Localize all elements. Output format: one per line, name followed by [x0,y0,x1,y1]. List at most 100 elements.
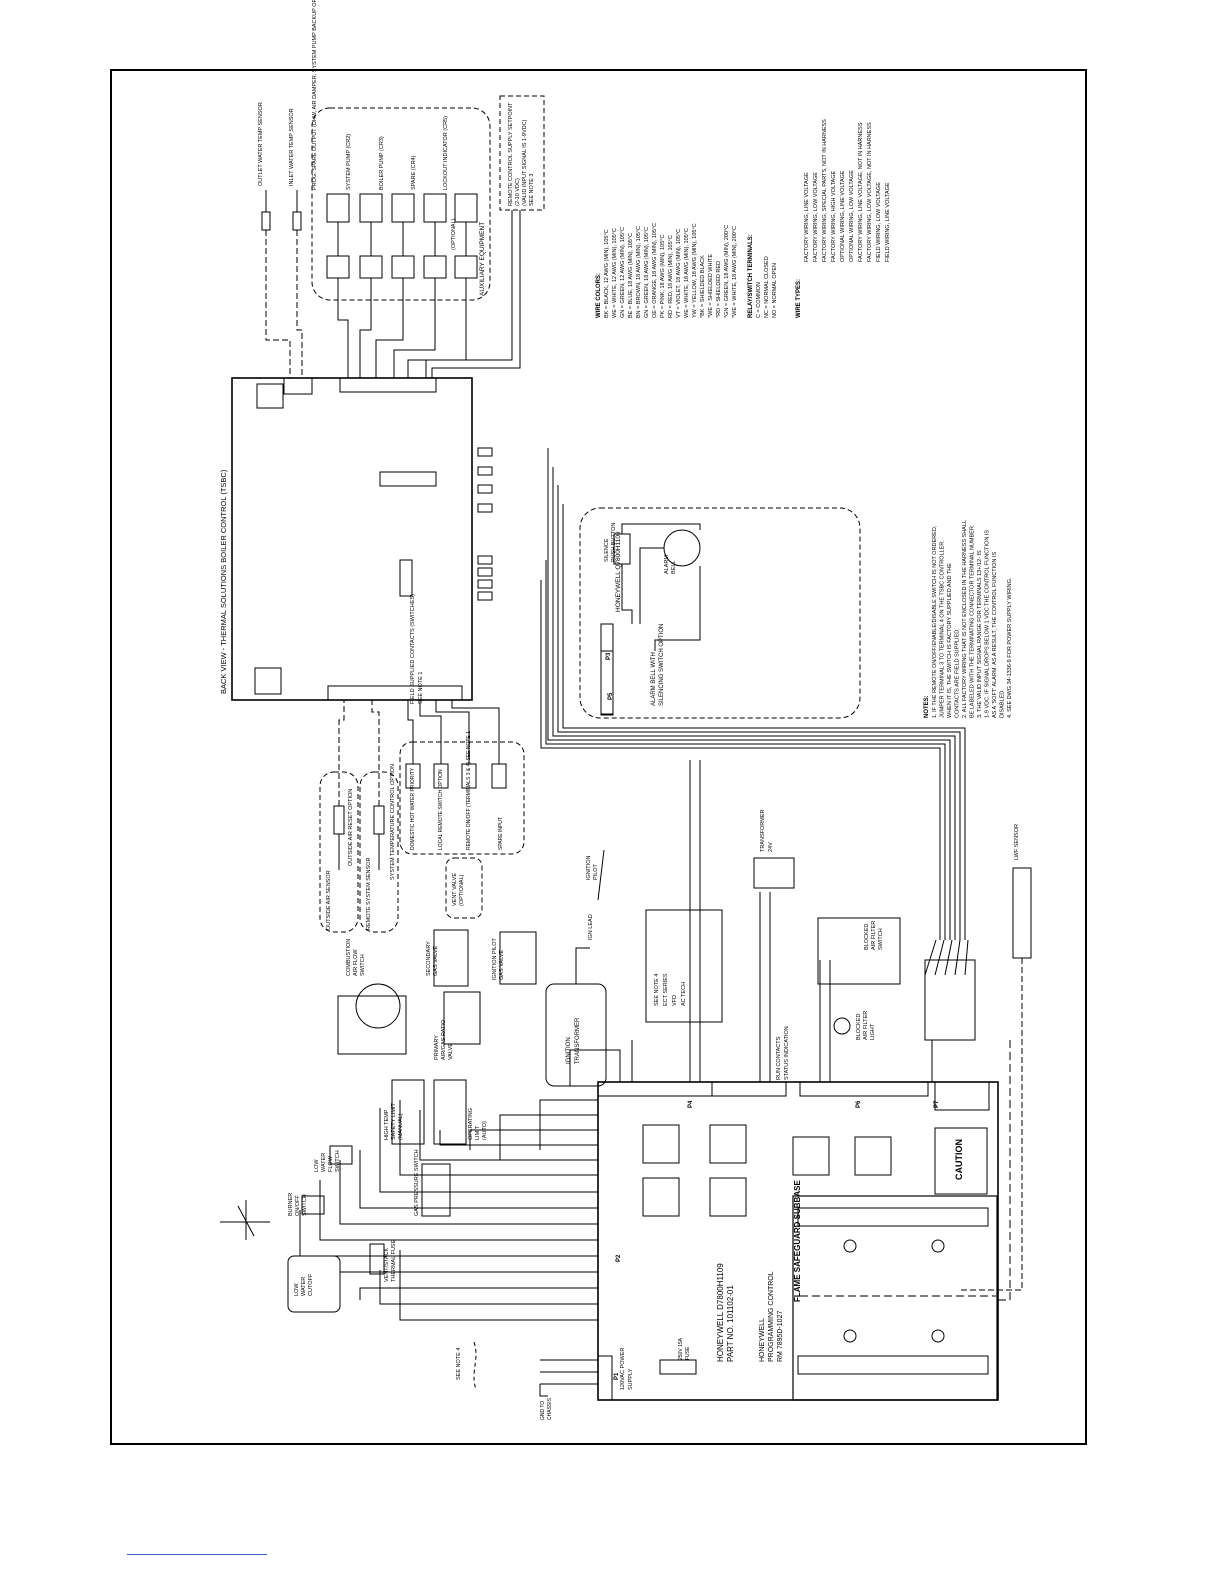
caution-label [934,1127,988,1195]
wire-color-entry: *GN = GREEN, 18 AWG (MIN), 200°C [724,225,730,318]
rj45-jack [254,667,282,695]
field-wiring-dashes [800,1040,1011,1301]
vent-valve-label: VENT VALVE [452,873,458,906]
wire-color-entry: BE = BLUE, 18 AWG (MIN), 105°C [628,233,634,318]
flash-memory-chip [379,471,437,487]
wire-color-entry: OE = ORANGE, 18 AWG (MIN), 105°C [652,223,658,318]
aux-item-label: SYSTEM PUMP (CR2) [346,134,352,190]
alarm-bell-label: BELL [671,561,677,574]
relay-k2 [854,1136,892,1176]
connector-label: P5 [608,692,614,700]
lwf-sensor-wire [960,958,1023,1291]
low-water-flow-label: LOW [314,1159,320,1172]
low-water-cutoff-label: CUTOFF [308,1273,314,1296]
jumper-block [399,559,413,597]
aux-item-label: SPARE (CR4) [411,155,417,190]
note-line: WHEN IT IS, THE SWITCH IS FACTORY SUPPLI… [947,563,953,718]
ignition-transformer-label: IGNITION [566,1037,572,1064]
wire-color-entry: YW = YELLOW, 18 AWG (MIN), 105°C [692,223,698,318]
fuse [659,1359,697,1375]
combustion-air-label: SWITCH [360,954,366,976]
field-supplied-label: FIELD SUPPLIED CONTACTS (SWITCHES) [410,594,416,704]
wire-color-entry: *WE = WHITE, 18 AWG (MIN), 200°C [732,226,738,318]
aux-item-label: LOCKOUT INDICATOR (CR5) [443,116,449,190]
ignition-pilot-valve-label: GAS VALVE [499,950,505,980]
transformer-label: TRANSFORMER [760,810,766,853]
remote-setpoint-box [499,95,545,211]
relay-k3 [709,1177,747,1217]
gnd-chassis-label: CHASSIS [547,1397,553,1420]
wire-type-entry: OPTIONAL WIRING, LOW VOLTAGE [849,170,855,262]
wire-color-entry: PK = PINK, 18 AWG (MIN), 105°C [660,235,666,318]
connector-label: P6 [856,1100,862,1108]
fuse-label: FUSE [685,1346,691,1360]
wire-color-entry: GN = GREEN, 12 AWG (MIN), 105°C [620,227,626,318]
note-line: BE LABELED WITH THE TERMINATING CONNECTO… [970,524,976,718]
tsbc-terminal-strip-top [339,377,437,393]
ignition-pilot-label: IGNITION [586,856,592,880]
remote-setpoint-label: (2-10 VDC) [515,178,521,206]
power-supply-label: SUPPLY [628,1368,634,1390]
transformer-24v [753,857,795,889]
aux-item-label: PROG. SPARE OUTPUT (DHW, AIR DAMPER, SYS… [312,0,318,190]
wire-color-entry: WE = WHITE, 18 AWG (MIN), 105°C [684,228,690,318]
relay-title: RELAY/SWITCH TERMINALS: [748,234,754,318]
blocked-air-filter-light [833,1017,851,1035]
p6-terminal-strip [600,650,614,716]
wire-color-entry: *WE = SHIELDED WHITE [708,254,714,318]
alarm-bell-label: ALARM [664,555,670,574]
gnd-chassis-label: GND TO [540,1401,546,1420]
p6-strip-lower [799,1081,929,1097]
combustion-air-switch [355,983,401,1029]
ignition-pilot-rod [597,849,605,901]
vfd-label: SEE NOTE 4 [654,974,660,1006]
page-footer-rule [127,1554,267,1555]
note-line: 1-9 VDC. IF SIGNAL DROPS BELOW 1 VDC THE… [985,530,991,718]
note-line: 4. SEE DWG 34-1336-9 FOR POWER SUPPLY WI… [1007,577,1013,718]
lwf-sensor [1012,867,1032,959]
high-temp-label: SAFETY LIMIT [391,1102,397,1140]
alarm-bell-option: ALARM BELL WITH [651,652,657,706]
connector-label: P3 [606,652,612,660]
wire-color-entry: BK = BLACK, 12 AWG (MIN), 105°C [604,229,610,318]
flame-safeguard-label: FLAME SAFEGUARD SUBBASE [793,1180,802,1302]
field-switch-option-box [399,741,525,855]
middle-wires [569,760,940,1086]
tsbc-board [231,377,473,701]
rj11-jack [256,383,284,409]
wire-types-title: WIRE TYPES: [796,279,802,318]
ignition-transformer-label: TRANSFORMER [575,1017,581,1064]
p1-terminal-strip [597,1355,613,1401]
blocked-filter-label: BLOCKED [864,924,870,950]
ignition-pilot-gas-valve [499,931,537,985]
system-temp-option-box [359,771,399,933]
burner-switch-label: ON/OFF [295,1195,301,1216]
aux-wires [337,210,521,378]
wire-type-entry: FACTORY WIRING, SPECIAL PARTS, NOT IN HA… [822,119,828,262]
thermal-fuse [369,1243,385,1275]
low-water-cutoff [287,1255,341,1313]
high-temp-label: HIGH TEMP [384,1109,390,1140]
operating-limit-label: OPERATING [468,1108,474,1140]
honeywell-programming: RM 7895D-1027 [777,1311,784,1362]
sensor-terminals [283,377,313,395]
wire-type-entry: FACTORY WIRING, LOW VOLTAGE [813,172,819,262]
honeywell-programming: HONEYWELL [759,1318,766,1362]
blocked-light-label: LIGHT [870,1023,876,1040]
p2-terminal-strip [597,1081,713,1097]
wire-type-entry: FIELD WIRING, LINE VOLTAGE [885,182,891,262]
run-status-label: STATUS INDICATION [784,1026,790,1080]
relay-term-entry: C = COMMON [756,282,762,318]
switch-option-label: REMOTE ON/OFF (TERMINALS 3 & 4) SEE NOTE… [466,731,472,850]
wire-color-entry: BN = BROWN, 18 AWG (MIN), 105°C [636,226,642,318]
note-line: DISABLED. [1000,689,1006,718]
relay-term-entry: NO = NORMAL OPEN [772,263,778,318]
connector-label: P1 [614,1372,620,1380]
note-line: JUMPER TERMINAL 3 TO TERMINAL 4 ON THE T… [940,540,946,718]
relay-term-entry: NC = NORMAL CLOSED [764,256,770,318]
ign-lead-label: IGN LEAD [588,914,594,940]
system-temp-option-label: SYSTEM TEMPERATURE CONTROL OPTION [390,764,396,880]
honeywell-part: PART NO. 101102-01 [726,1285,735,1362]
flame-safeguard-subbase [792,1195,998,1401]
wire-colors-title: WIRE COLORS: [596,273,602,318]
